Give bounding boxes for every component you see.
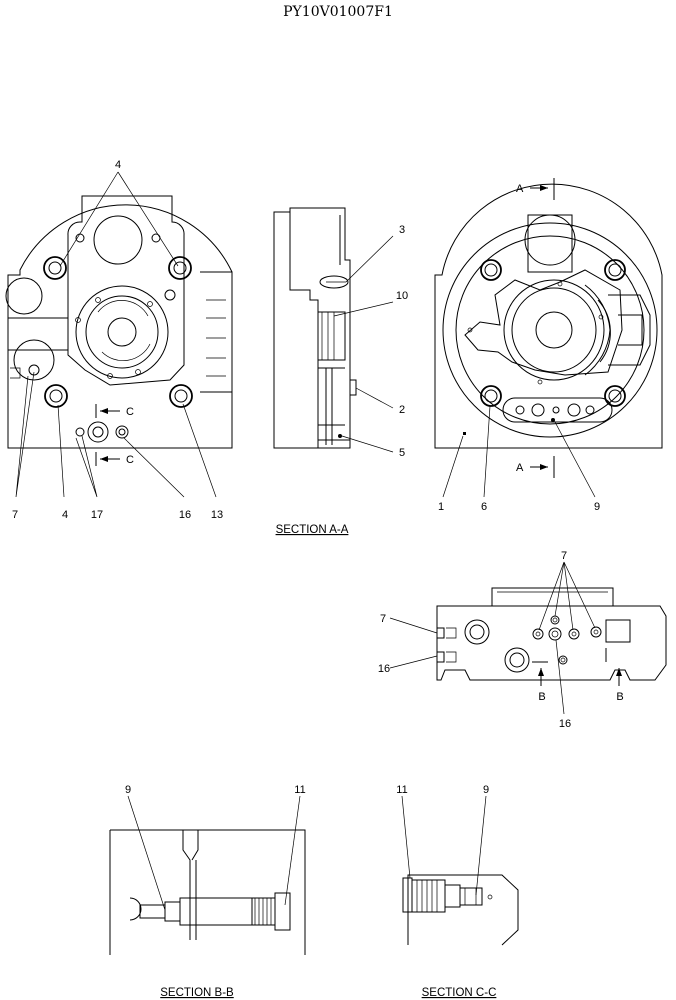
section-bb-title: SECTION B-B: [160, 987, 234, 999]
cut-marker-c-bottom: C: [126, 454, 134, 466]
callout-10: 10: [396, 290, 408, 302]
sub-view: B B 7 7 16 16: [378, 550, 667, 730]
rear-view: A A 1 6 9: [434, 178, 663, 513]
callout-16-front: 16: [179, 509, 191, 521]
callout-11-cc: 11: [396, 784, 407, 796]
callout-17: 17: [91, 509, 103, 521]
callout-3: 3: [399, 224, 405, 236]
cut-marker-b-left: B: [538, 691, 545, 703]
cut-marker-b-right: B: [616, 691, 623, 703]
callout-2: 2: [399, 404, 405, 416]
callout-6: 6: [481, 501, 487, 513]
section-cc-view: 11 9: [396, 784, 519, 946]
callout-7-front: 7: [12, 509, 18, 521]
callout-9-cc: 9: [483, 784, 489, 796]
cut-marker-c-top: C: [126, 406, 134, 418]
front-view: C C 4 7 4 17 16 13: [5, 159, 233, 521]
callout-1: 1: [438, 501, 444, 513]
callout-16-sub-left: 16: [378, 663, 390, 675]
section-aa-title: SECTION A-A: [276, 524, 349, 536]
callout-11-bb: 11: [294, 784, 305, 796]
side-view: 3 10 2 5: [273, 207, 408, 459]
callout-13: 13: [211, 509, 223, 521]
callout-4-bottom: 4: [62, 509, 68, 521]
cut-marker-a-bottom: A: [516, 462, 524, 474]
callout-9-bb: 9: [125, 784, 131, 796]
document-id: PY10V01007F1: [283, 4, 393, 20]
callout-5: 5: [399, 447, 405, 459]
callout-7-sub-left: 7: [380, 613, 386, 625]
callout-7-sub-top: 7: [561, 550, 567, 562]
section-cc-title: SECTION C-C: [422, 987, 497, 999]
callout-4-top: 4: [115, 159, 121, 171]
callout-16-sub-bottom: 16: [559, 718, 571, 730]
cut-marker-a-top: A: [516, 183, 524, 195]
section-bb-view: 9 11: [109, 784, 306, 955]
callout-9-rear: 9: [594, 501, 600, 513]
